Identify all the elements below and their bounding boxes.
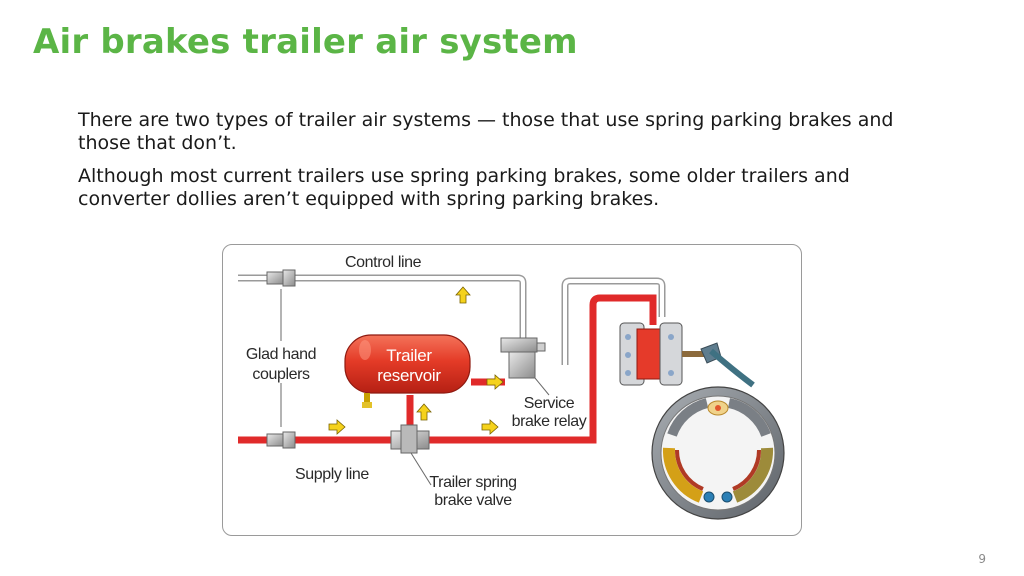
- brake-chamber: [619, 322, 722, 386]
- glad-hand-coupler-supply: [266, 431, 296, 449]
- label-supply-line: Supply line: [295, 466, 369, 483]
- flow-arrow-right: [328, 419, 346, 435]
- diagram-canvas: Control line Glad hand couplers Trailer …: [238, 254, 785, 520]
- label-brake-relay: brake relay: [512, 413, 587, 430]
- trailer-reservoir: [344, 334, 471, 408]
- label-control-line: Control line: [345, 254, 422, 271]
- trailer-air-system-diagram: Control line Glad hand couplers Trailer …: [222, 244, 802, 536]
- label-trailer-spring: Trailer spring: [429, 474, 516, 491]
- label-glad-hand: Glad hand: [246, 346, 316, 363]
- label-reservoir-trailer: Trailer: [386, 346, 432, 365]
- flow-arrow-right: [481, 419, 499, 435]
- spring-valve-leader-line: [410, 452, 432, 486]
- paragraph-older-trailers: Although most current trailers use sprin…: [78, 165, 850, 210]
- flow-arrow-right: [486, 374, 504, 390]
- page-number: 9: [978, 552, 986, 566]
- relay-leader-line: [534, 377, 550, 396]
- trailer-spring-brake-valve: [390, 424, 430, 454]
- flow-arrow-up: [416, 403, 432, 421]
- slack-adjuster: [709, 348, 755, 388]
- body-text: There are two types of trailer air syste…: [78, 109, 918, 221]
- service-brake-relay-valve: [500, 337, 546, 379]
- label-brake-valve: brake valve: [434, 492, 512, 509]
- label-couplers: couplers: [252, 366, 310, 383]
- control-line-pipe: [238, 274, 666, 365]
- brake-drum: [651, 386, 785, 520]
- flow-arrows: [328, 286, 504, 435]
- glad-hand-coupler-control: [266, 269, 296, 287]
- slide-title: Air brakes trailer air system: [33, 22, 578, 62]
- label-service: Service: [524, 395, 575, 412]
- label-reservoir: reservoir: [377, 366, 441, 385]
- paragraph-trailer-types: There are two types of trailer air syste…: [78, 109, 894, 154]
- flow-arrow-up: [455, 286, 471, 304]
